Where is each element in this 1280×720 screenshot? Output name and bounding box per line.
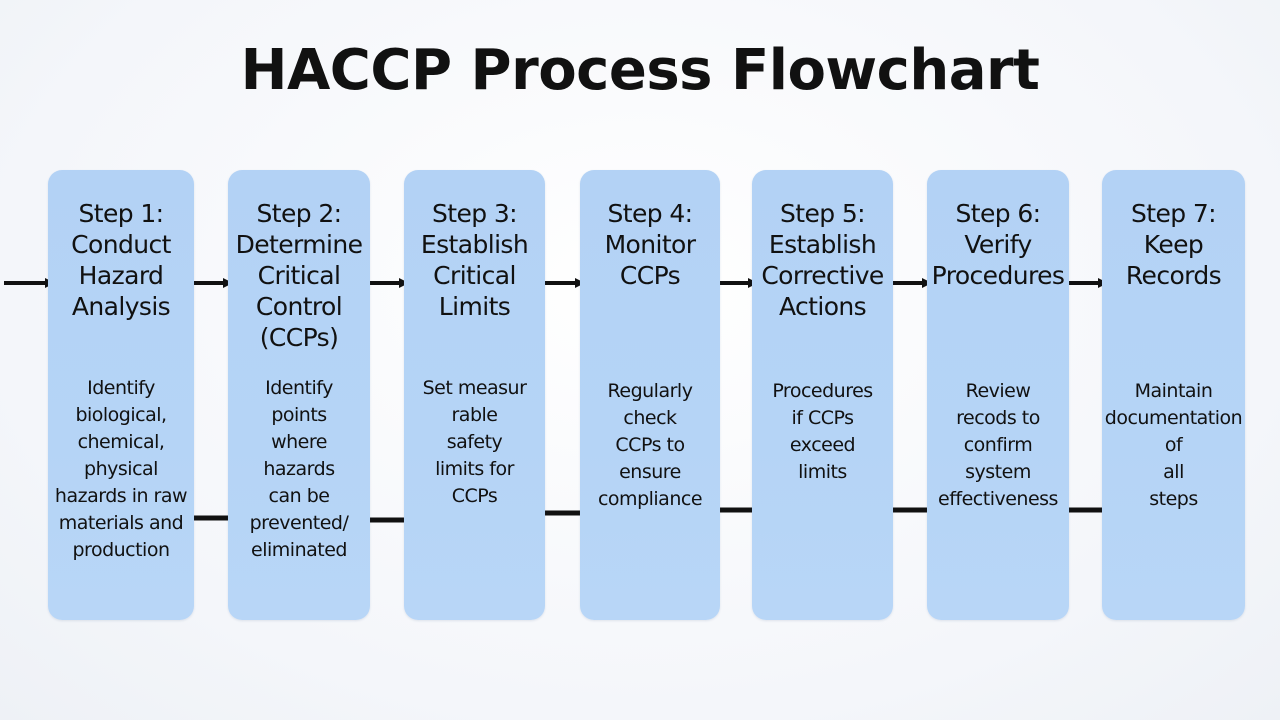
step-title: Step 2: Determine Critical Control (CCPs… xyxy=(235,199,363,352)
step-title: Step 6: Verify Procedures xyxy=(931,199,1065,290)
step-description: Set measur rable safety limits for CCPs xyxy=(422,377,527,507)
step-description: Review recods to confirm system effectiv… xyxy=(938,380,1058,510)
step-box-6: Step 6: Verify Procedures Review recods … xyxy=(927,170,1069,620)
page-title: HACCP Process Flowchart xyxy=(240,38,1040,103)
step-title: Step 3: Establish Critical Limits xyxy=(420,199,529,321)
step-title: Step 1: Conduct Hazard Analysis xyxy=(71,199,171,321)
step-title: Step 7: Keep Records xyxy=(1125,199,1222,290)
step-title: Step 4: Monitor CCPs xyxy=(604,199,696,290)
step-description: Regularly check CCPs to ensure complianc… xyxy=(597,380,703,510)
step-box-4: Step 4: Monitor CCPs Regularly check CCP… xyxy=(580,170,720,620)
step-description: Identify points where hazards can be pre… xyxy=(249,377,349,561)
step-box-5: Step 5: Establish Corrective Actions Pro… xyxy=(752,170,893,620)
step-box-3: Step 3: Establish Critical Limits Set me… xyxy=(404,170,545,620)
step-title: Step 5: Establish Corrective Actions xyxy=(761,199,884,321)
step-box-7: Step 7: Keep Records Maintain documentat… xyxy=(1102,170,1245,620)
step-box-2: Step 2: Determine Critical Control (CCPs… xyxy=(228,170,370,620)
step-description: Procedures if CCPs exceed limits xyxy=(772,380,873,483)
step-box-1: Step 1: Conduct Hazard Analysis Identify… xyxy=(48,170,194,620)
step-description: Identify biological, chemical, physical … xyxy=(54,377,188,561)
step-description: Maintain documentation of all steps xyxy=(1104,380,1243,510)
